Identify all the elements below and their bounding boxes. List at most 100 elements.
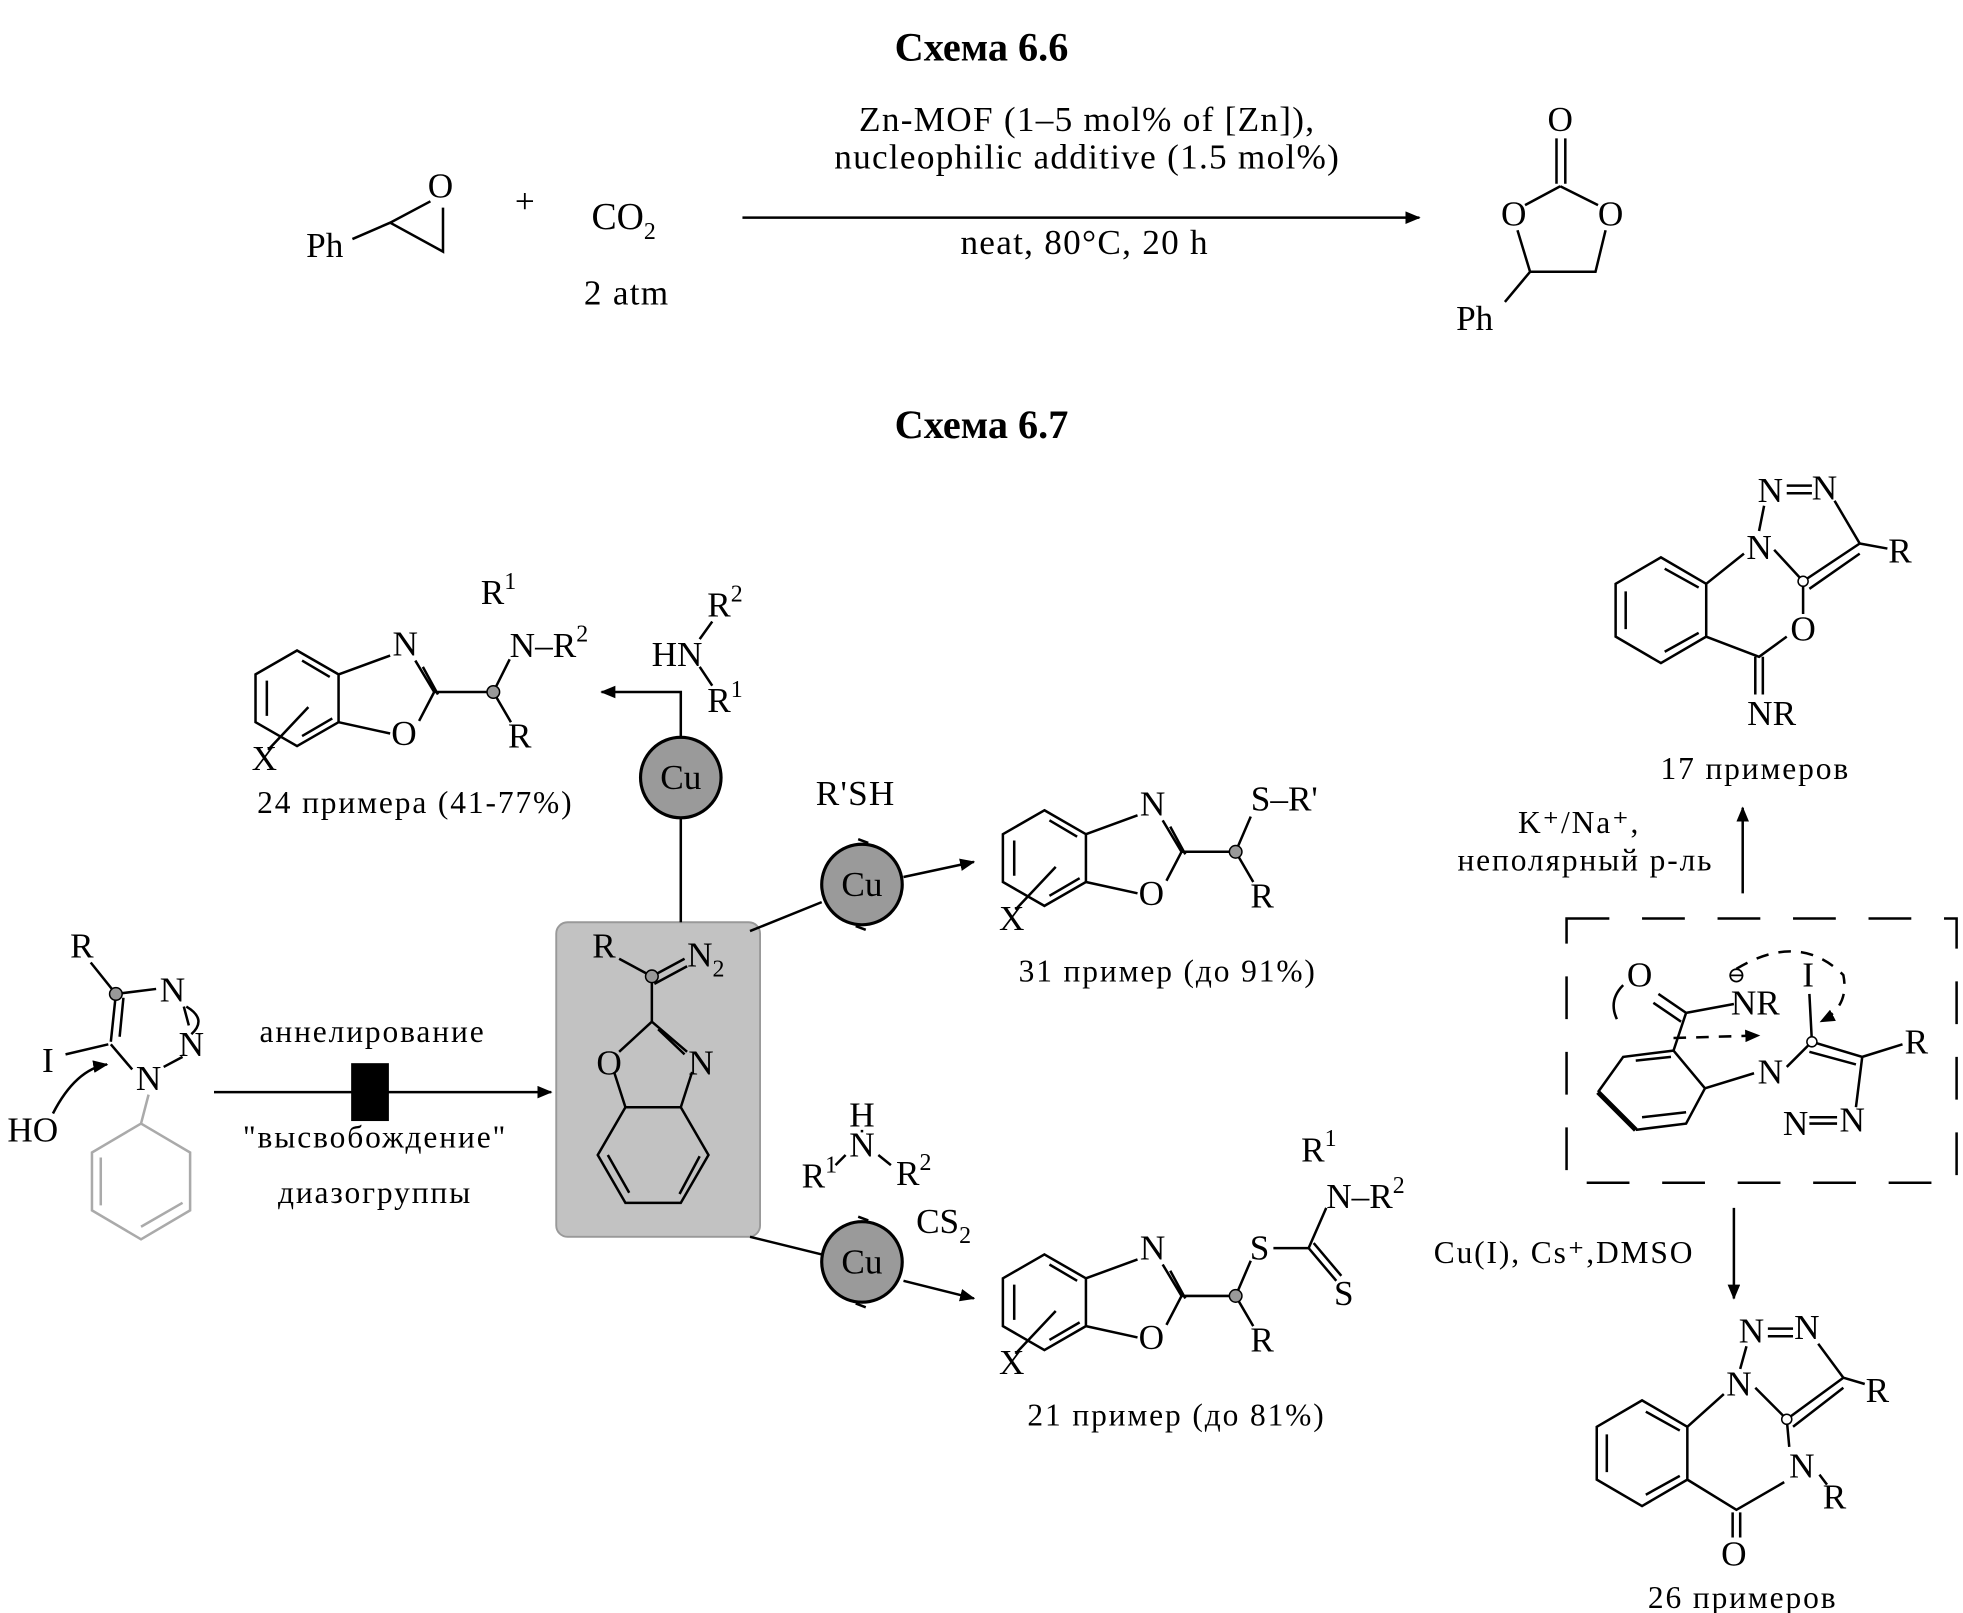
- svg-text:O: O: [1627, 956, 1652, 995]
- svg-text:N: N: [1812, 469, 1837, 508]
- svg-text:X: X: [999, 899, 1024, 938]
- thio-branch-line: [749, 900, 823, 933]
- amine-reagent-bottom: H N R1 R2: [802, 1095, 932, 1195]
- svg-text:X: X: [999, 1343, 1024, 1382]
- svg-text:I: I: [1802, 956, 1814, 995]
- pressure-label: 2 atm: [584, 273, 670, 312]
- cu-catalyst-bottom: Cu: [820, 1215, 904, 1309]
- annulation-label: аннелирование: [260, 1014, 486, 1049]
- blocked-step-marker: [351, 1063, 389, 1122]
- svg-text:O: O: [391, 714, 416, 753]
- cu-catalyst-top: Cu: [638, 735, 723, 820]
- atom-label: Ph: [1456, 299, 1494, 338]
- thiol-reagent: R'SH: [816, 774, 896, 813]
- product-dithiocarbamate: N O X S S N–R2 R1 R: [999, 1126, 1405, 1382]
- svg-text:N–R2: N–R2: [510, 622, 588, 665]
- svg-text:S: S: [1334, 1274, 1354, 1313]
- svg-text:R1: R1: [481, 569, 516, 612]
- conditions-up-1: K⁺/Na⁺,: [1518, 805, 1640, 840]
- intermediate-dashed-box: [1565, 917, 1958, 1184]
- amine-branch-arrow: [602, 692, 683, 923]
- svg-text:N: N: [1726, 1365, 1751, 1404]
- cu-catalyst-middle: Cu: [820, 838, 904, 931]
- scheme-6-7-title: Схема 6.7: [895, 402, 1069, 447]
- svg-text:Cu: Cu: [660, 758, 701, 797]
- svg-text:R2: R2: [896, 1150, 931, 1193]
- atom-label: I: [42, 1041, 54, 1080]
- atom-label: O: [428, 167, 453, 206]
- svg-text:N: N: [1140, 784, 1165, 823]
- svg-text:N: N: [1789, 1446, 1814, 1485]
- svg-text:R: R: [1888, 532, 1912, 571]
- svg-text:N–R2: N–R2: [1326, 1173, 1404, 1216]
- iodotriazole-amide-anion: O ⊖ NR I R N N N: [1596, 950, 1929, 1143]
- diazo-benzoxazole-box: R N2 O N: [555, 921, 762, 1238]
- caption-dtc: 21 пример (до 81%): [1027, 1398, 1325, 1433]
- svg-text:R2: R2: [707, 581, 742, 624]
- svg-text:O: O: [1139, 1318, 1164, 1357]
- cs2-reagent: CS2: [916, 1202, 971, 1249]
- release-label: "высвобождение": [243, 1119, 507, 1154]
- dtc-arrow: [903, 1279, 976, 1302]
- svg-text:N: N: [1758, 1052, 1783, 1091]
- atom-label: N2: [687, 935, 724, 982]
- atom-label: N: [160, 971, 185, 1010]
- svg-text:NR: NR: [1747, 694, 1796, 733]
- conditions-below: neat, 80°C, 20 h: [960, 223, 1208, 262]
- caption-amine: 24 примера (41-77%): [257, 785, 573, 820]
- svg-text:N: N: [1794, 1308, 1819, 1347]
- scheme-6-6: Схема 6.6 O Ph + CO2 2 atm Zn-MOF (1–5 m…: [306, 24, 1623, 337]
- product-thio: N O X S–R' R: [999, 779, 1318, 938]
- svg-text:N: N: [1758, 471, 1783, 510]
- svg-text:H: H: [849, 1095, 874, 1134]
- svg-text:N: N: [1746, 528, 1771, 567]
- svg-text:⊖: ⊖: [1727, 963, 1746, 988]
- diazo-label: диазогруппы: [278, 1175, 472, 1210]
- svg-text:R1: R1: [1301, 1126, 1336, 1169]
- svg-text:S: S: [1250, 1229, 1270, 1268]
- svg-text:X: X: [252, 739, 277, 778]
- caption-thio: 31 пример (до 91%): [1019, 953, 1317, 988]
- conditions-down: Cu(I), Cs⁺,DMSO: [1434, 1235, 1695, 1270]
- svg-text:N: N: [849, 1125, 874, 1164]
- svg-text:N: N: [1783, 1104, 1808, 1143]
- caption-oxazine: 17 примеров: [1661, 751, 1851, 786]
- svg-text:R: R: [1905, 1022, 1929, 1061]
- svg-text:O: O: [1139, 874, 1164, 913]
- triazolo-quinazolinone-product: N N N R N R O: [1595, 1308, 1890, 1573]
- svg-text:O: O: [1721, 1534, 1746, 1573]
- amine-reagent-top: HN R2 R1: [652, 581, 743, 720]
- atom-label: N: [688, 1044, 713, 1083]
- svg-text:O: O: [1790, 610, 1815, 649]
- product-amine: N O X R1 N–R2 R: [252, 569, 589, 778]
- atom-label: O: [1501, 194, 1526, 233]
- atom-label: Ph: [306, 226, 344, 265]
- triazolo-benzoxazine-product: N N N R O NR: [1614, 469, 1912, 733]
- svg-text:S–R': S–R': [1251, 779, 1318, 818]
- atom-label: HO: [7, 1110, 58, 1149]
- conditions-line-2: nucleophilic additive (1.5 mol%): [834, 138, 1340, 177]
- atom-label: R: [592, 927, 616, 966]
- atom-label: N: [179, 1025, 204, 1064]
- svg-text:R: R: [1250, 876, 1274, 915]
- svg-text:R1: R1: [707, 677, 742, 720]
- iodotriazole-phenol: R N N N I HO: [7, 927, 204, 1241]
- plus-sign: +: [515, 182, 535, 221]
- styrene-oxide: O Ph: [306, 167, 453, 265]
- scheme-6-6-title: Схема 6.6: [895, 24, 1069, 69]
- atom-label: N: [136, 1059, 161, 1098]
- svg-text:R: R: [1823, 1478, 1847, 1517]
- svg-text:R1: R1: [802, 1153, 837, 1196]
- svg-text:R: R: [1866, 1371, 1890, 1410]
- atom-label: O: [1598, 194, 1623, 233]
- svg-text:Cu: Cu: [841, 865, 882, 904]
- svg-text:HN: HN: [652, 635, 703, 674]
- conditions-up-2: неполярный р-ль: [1457, 843, 1713, 878]
- caption-quinazolinone: 26 примеров: [1648, 1580, 1838, 1613]
- svg-text:Cu: Cu: [841, 1242, 882, 1281]
- svg-text:R: R: [1250, 1320, 1274, 1359]
- cyclic-carbonate: O O O Ph: [1456, 100, 1623, 338]
- conditions-line-1: Zn-MOF (1–5 mol% of [Zn]),: [859, 100, 1315, 139]
- svg-text:R: R: [508, 717, 532, 756]
